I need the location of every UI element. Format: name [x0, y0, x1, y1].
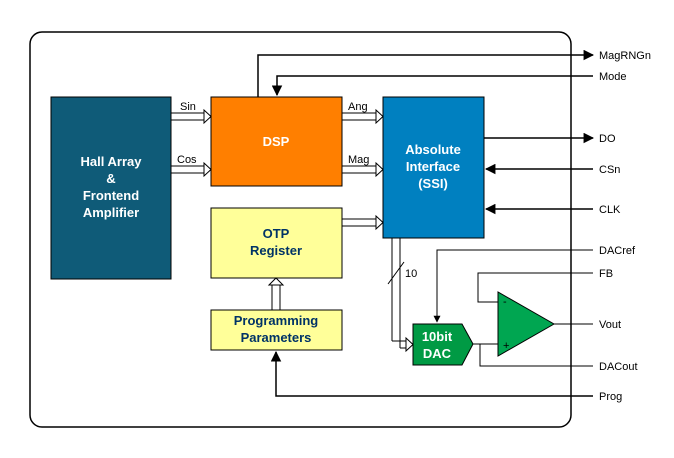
pin-do: DO [599, 133, 616, 145]
block-label-line: Programming [234, 313, 319, 328]
bus-prog-to-otp [267, 277, 285, 310]
block-label-line: DSP [263, 134, 290, 149]
chip-outline [29, 31, 572, 428]
block-label-line: OTP [263, 226, 290, 241]
programming-parameters-block [210, 309, 343, 351]
otp-register-label: OTP Register [250, 226, 302, 258]
dac-block [412, 323, 474, 366]
block-label-line: (SSI) [418, 176, 448, 191]
otp-register-block [210, 207, 343, 279]
pin-mode: Mode [599, 71, 627, 83]
dsp-label: DSP [263, 134, 290, 149]
bus-width-label: 10 [405, 268, 417, 280]
block-label-line: Hall Array [81, 154, 143, 169]
opamp-minus: - [503, 296, 507, 308]
block-label-line: DAC [423, 346, 452, 361]
block-label-line: Register [250, 243, 302, 258]
opamp-symbol [497, 291, 556, 357]
cos-label: Cos [177, 154, 197, 166]
block-label-line: Amplifier [83, 205, 139, 220]
sin-label: Sin [180, 101, 196, 113]
pin-vout: Vout [599, 319, 621, 331]
bus-ssi-to-dac [387, 238, 414, 353]
pin-prog: Prog [599, 391, 622, 403]
wire-magrngn [257, 49, 595, 97]
block-label-line: Interface [406, 159, 460, 174]
pin-dacref: DACref [599, 245, 636, 257]
pin-csn: CSn [599, 164, 620, 176]
pin-dacout: DACout [599, 361, 638, 373]
opamp-plus: + [503, 340, 509, 352]
pin-magrngn: MagRNGn [599, 50, 651, 62]
wire-dacout [479, 344, 593, 367]
pin-fb: FB [599, 268, 613, 280]
wire-mode [271, 75, 593, 97]
wire-fb [477, 272, 593, 303]
mag-label: Mag [348, 154, 369, 166]
dsp-block [210, 96, 343, 187]
bus-sin [171, 108, 212, 125]
bus-otp-to-ssi [342, 214, 384, 231]
ang-label: Ang [348, 101, 368, 113]
block-label-line: Frontend [83, 188, 139, 203]
absolute-interface-block [382, 96, 485, 239]
block-label-line: 10bit [422, 329, 453, 344]
block-label-line: & [106, 171, 115, 186]
block-label-line: Absolute [405, 142, 461, 157]
bus-ang [342, 108, 384, 125]
bus-mag [342, 161, 384, 178]
block-label-line: Parameters [241, 330, 312, 345]
wire-dacref [433, 249, 593, 323]
wire-prog [270, 350, 593, 397]
bus-cos [171, 161, 212, 178]
hall-array-block [50, 96, 172, 280]
pin-clk: CLK [599, 204, 621, 216]
